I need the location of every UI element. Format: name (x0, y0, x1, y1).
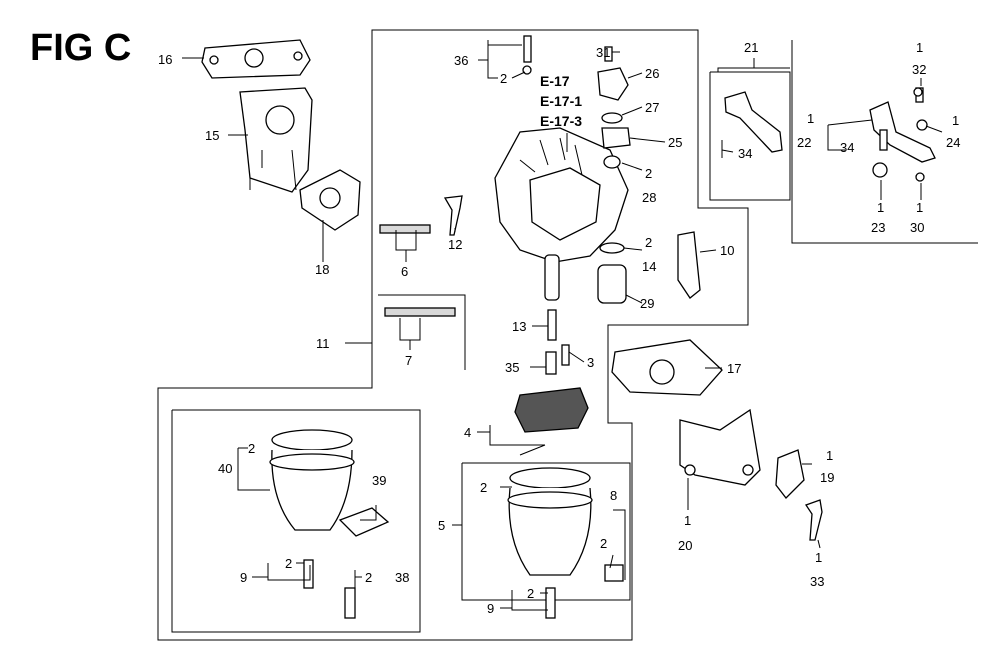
callout-1-22: 1 (807, 111, 814, 126)
reference-e-17: E-17 (540, 73, 570, 89)
callout-18: 18 (315, 262, 329, 277)
part-small-hardware (303, 35, 923, 619)
part-bracket-20 (679, 408, 761, 486)
part-gasket-18 (299, 169, 361, 231)
callout-30: 30 (910, 220, 924, 235)
callout-4: 4 (464, 425, 471, 440)
part-lever-21 (721, 91, 783, 158)
callout-1-30: 1 (916, 200, 923, 215)
callout-5: 5 (438, 518, 445, 533)
callout-1-23: 1 (877, 200, 884, 215)
callout-1-19: 1 (826, 448, 833, 463)
callout-2-top: 2 (500, 71, 507, 86)
callout-1-24: 1 (952, 113, 959, 128)
leader-lines (182, 40, 943, 611)
callout-33: 33 (810, 574, 824, 589)
callout-11: 11 (316, 336, 330, 351)
reference-e-17-1: E-17-1 (540, 93, 582, 109)
callout-2-14: 2 (645, 235, 652, 250)
figure-title: FIG C (30, 27, 131, 69)
part-filter-10 (677, 231, 701, 299)
callout-9-left: 9 (240, 570, 247, 585)
callout-2-28: 2 (645, 166, 652, 181)
callout-25: 25 (668, 135, 682, 150)
callout-21: 21 (744, 40, 758, 55)
callout-26: 26 (645, 66, 659, 81)
group-boundaries (157, 29, 978, 641)
part-clip-19 (775, 449, 805, 499)
callout-1-20: 1 (684, 513, 691, 528)
callout-13: 13 (512, 319, 526, 334)
part-gasket-17 (611, 339, 723, 396)
callout-29: 29 (640, 296, 654, 311)
callout-2-9-left: 2 (285, 556, 292, 571)
callout-7: 7 (405, 353, 412, 368)
callout-34-right: 34 (840, 140, 854, 155)
callout-38: 38 (395, 570, 409, 585)
part-bowl-center (507, 467, 593, 576)
callout-1-33: 1 (815, 550, 822, 565)
callout-40: 40 (218, 461, 232, 476)
callout-10: 10 (720, 243, 734, 258)
callout-2-9-center: 2 (527, 586, 534, 601)
callout-1-32: 1 (916, 40, 923, 55)
callout-8: 8 (610, 488, 617, 503)
callout-31: 31 (596, 45, 610, 60)
part-bolt-33 (804, 499, 823, 541)
part-insulator-15 (239, 87, 313, 193)
callout-16: 16 (158, 52, 172, 67)
callout-28: 28 (642, 190, 656, 205)
callout-32: 32 (912, 62, 926, 77)
callout-19: 19 (820, 470, 834, 485)
part-jet-29 (597, 242, 627, 304)
callout-27: 27 (645, 100, 659, 115)
callout-2-40: 2 (248, 441, 255, 456)
callout-3: 3 (587, 355, 594, 370)
callout-6: 6 (401, 264, 408, 279)
callout-23: 23 (871, 220, 885, 235)
callout-15: 15 (205, 128, 219, 143)
callout-12: 12 (448, 237, 462, 252)
callout-17: 17 (727, 361, 741, 376)
callout-39: 39 (372, 473, 386, 488)
callout-9-center: 9 (487, 601, 494, 616)
callout-2-bowl: 2 (480, 480, 487, 495)
part-carburetor-body (494, 127, 629, 301)
callout-22: 22 (797, 135, 811, 150)
callout-2-8: 2 (600, 536, 607, 551)
callout-34-left: 34 (738, 146, 752, 161)
callout-2-38: 2 (365, 570, 372, 585)
callout-20: 20 (678, 538, 692, 553)
callout-labels: 16 15 18 12 6 11 7 36 2 31 26 27 25 2 28… (158, 40, 960, 616)
part-gasket-16 (201, 39, 311, 79)
reference-e-17-3: E-17-3 (540, 113, 582, 129)
callout-36: 36 (454, 53, 468, 68)
callout-24: 24 (946, 135, 960, 150)
callout-35: 35 (505, 360, 519, 375)
part-float-4 (514, 387, 589, 433)
callout-14: 14 (642, 259, 656, 274)
